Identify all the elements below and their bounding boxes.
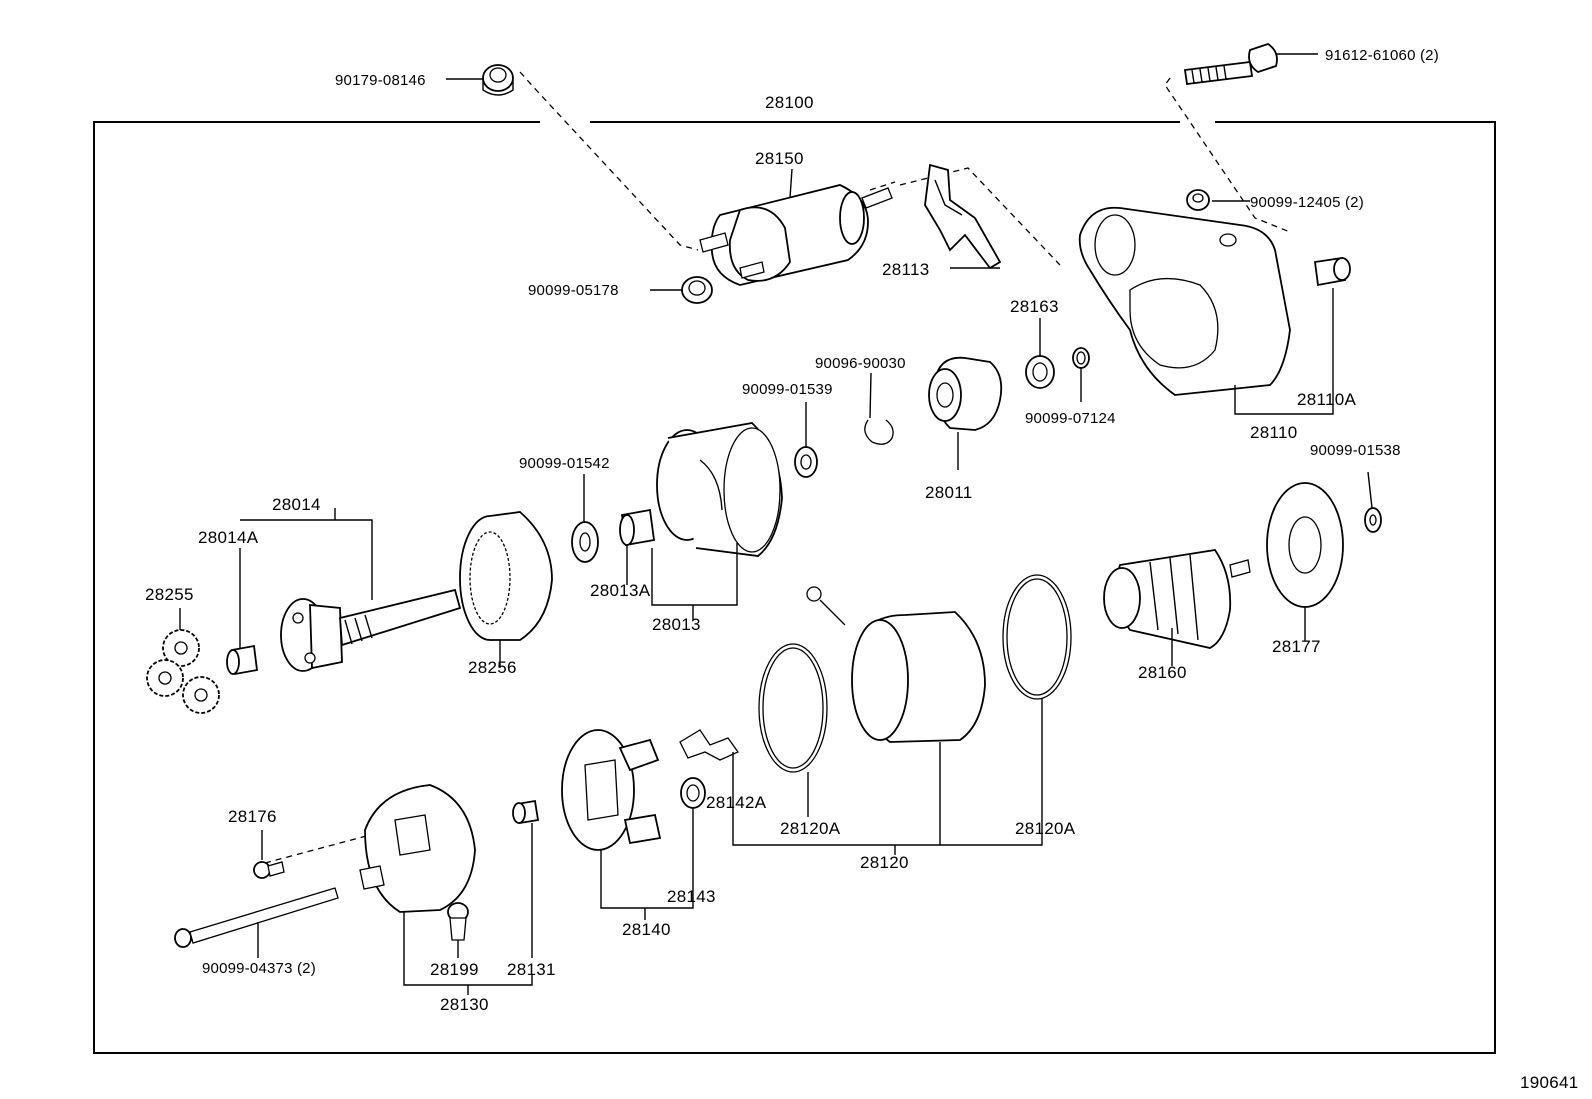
bushing-28131 <box>512 799 540 825</box>
label-28014A: 28014A <box>198 528 259 547</box>
label-28163: 28163 <box>1010 297 1059 316</box>
case-28013 <box>656 422 783 557</box>
label-28110: 28110 <box>1250 423 1298 442</box>
nut-90099-12405 <box>1186 189 1210 211</box>
bushing-28110A <box>1313 256 1351 287</box>
label-28120: 28120 <box>860 853 909 872</box>
terminal-28199 <box>447 902 469 941</box>
screw-28176 <box>253 861 285 879</box>
label-28120A-right: 28120A <box>1015 819 1076 838</box>
label-28130: 28130 <box>440 995 489 1014</box>
end-frame-28130 <box>359 784 476 913</box>
planet-shaft-28014 <box>280 588 462 672</box>
bushing-28014A <box>226 644 258 676</box>
label-90099-04373: 90099-04373 (2) <box>202 960 316 977</box>
assembly-frame <box>93 121 1496 1054</box>
label-28255: 28255 <box>145 585 194 604</box>
label-28140: 28140 <box>622 920 671 939</box>
figure-id: 190641 <box>1520 1073 1579 1092</box>
nut-90099-05178 <box>681 276 713 304</box>
label-28176: 28176 <box>228 807 277 826</box>
dashed-guides <box>264 71 1291 864</box>
housing-28110 <box>1078 206 1291 396</box>
label-28256: 28256 <box>468 658 517 677</box>
label-28100: 28100 <box>765 93 814 112</box>
o-ring-28120A-left <box>758 643 828 773</box>
drive-lever-28113 <box>924 163 1002 270</box>
o-ring-28120A-right <box>1002 574 1072 700</box>
end-plate-28177 <box>1266 482 1344 608</box>
label-28131: 28131 <box>507 960 556 979</box>
label-28011: 28011 <box>925 483 973 502</box>
bushing-28013A <box>619 508 656 547</box>
label-28199: 28199 <box>430 960 479 979</box>
bearing-28163 <box>1025 355 1055 389</box>
yoke-28120 <box>806 586 986 743</box>
planet-gears-28255 <box>146 629 220 714</box>
label-28142A: 28142A <box>706 793 767 812</box>
label-28013: 28013 <box>652 615 701 634</box>
label-90099-05178: 90099-05178 <box>528 282 619 299</box>
label-90099-12405: 90099-12405 (2) <box>1250 194 1364 211</box>
washer-90099-01542 <box>571 521 599 563</box>
brush-holder-28140 <box>561 729 662 851</box>
clip-28142A <box>679 729 739 761</box>
label-91612-61060: 91612-61060 (2) <box>1325 47 1439 64</box>
label-28013A: 28013A <box>590 581 651 600</box>
label-90099-01538: 90099-01538 <box>1310 442 1401 459</box>
bolt-91612-61060 <box>1183 43 1278 86</box>
solenoid-28150 <box>699 184 893 286</box>
label-28160: 28160 <box>1138 663 1187 682</box>
clutch-28011 <box>928 356 1003 431</box>
label-90179-08146: 90179-08146 <box>335 72 426 89</box>
label-28113: 28113 <box>882 260 930 279</box>
nut-90179-08146 <box>482 64 514 96</box>
snap-ring-90096-90030 <box>864 419 894 445</box>
label-90099-01542: 90099-01542 <box>519 455 610 472</box>
label-28110A: 28110A <box>1297 390 1357 409</box>
washer-90099-01538 <box>1364 507 1382 533</box>
leader-lines <box>179 53 1373 995</box>
label-28150: 28150 <box>755 149 804 168</box>
label-90099-07124: 90099-07124 <box>1025 410 1116 427</box>
label-90096-90030: 90096-90030 <box>815 355 906 372</box>
through-bolt-90099-04373 <box>174 887 339 948</box>
part-labels: 90179-08146 91612-61060 (2) 28100 28150 … <box>145 47 1579 1092</box>
spring-28143 <box>680 777 706 809</box>
label-90099-01539: 90099-01539 <box>742 381 833 398</box>
ring-90099-07124 <box>1072 347 1090 369</box>
label-28177: 28177 <box>1272 637 1321 656</box>
washer-90099-01539 <box>794 446 818 478</box>
label-28143: 28143 <box>667 887 716 906</box>
label-28014: 28014 <box>272 495 321 514</box>
armature-28160 <box>1103 549 1251 649</box>
label-28120A-left: 28120A <box>780 819 841 838</box>
internal-gear-28256 <box>459 511 553 641</box>
